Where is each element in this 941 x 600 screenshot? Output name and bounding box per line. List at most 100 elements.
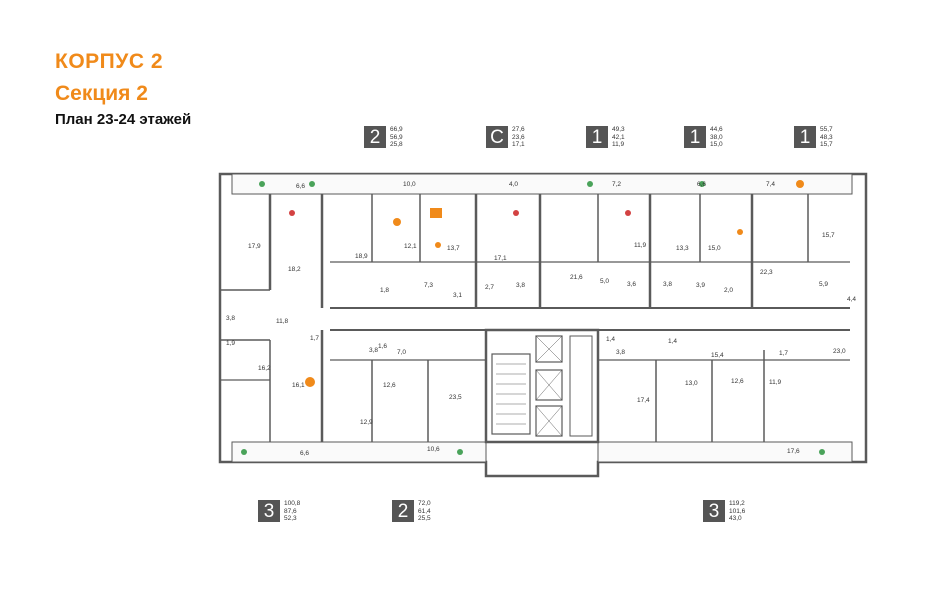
accent-furniture bbox=[393, 218, 401, 226]
living-area: 42,1 bbox=[612, 133, 625, 141]
plant bbox=[457, 449, 463, 455]
total-area: 100,8 bbox=[284, 500, 301, 507]
rooms-badge: 3 bbox=[703, 500, 725, 522]
room-area-label: 12,9 bbox=[360, 419, 373, 426]
total-area: 55,7 bbox=[820, 126, 833, 133]
room-area-label: 3,8 bbox=[226, 315, 235, 322]
apartment-legend-top-3[interactable]: 1 49,3 42,1 11,9 bbox=[586, 126, 625, 149]
apartment-legend-bottom-1[interactable]: 3 100,8 87,6 52,3 bbox=[258, 500, 300, 523]
rooms-badge: 1 bbox=[794, 126, 816, 148]
accent-furniture bbox=[305, 377, 315, 387]
elevator-cross bbox=[535, 335, 563, 437]
living-area: 87,6 bbox=[284, 507, 297, 515]
total-area: 49,3 bbox=[612, 126, 625, 133]
room-area: 43,0 bbox=[729, 515, 742, 522]
room-area-label: 3,8 bbox=[663, 281, 672, 288]
balcony-top bbox=[231, 173, 853, 195]
furniture-accents bbox=[305, 180, 804, 387]
apartment-legend-top-5[interactable]: 1 55,7 48,3 15,7 bbox=[794, 126, 833, 149]
room-area-label: 3,6 bbox=[627, 281, 636, 288]
room-area-label: 2,0 bbox=[724, 287, 733, 294]
room-area-label: 10,6 bbox=[427, 446, 440, 453]
room-area-label: 13,3 bbox=[676, 245, 689, 252]
elevator bbox=[535, 405, 563, 437]
plant bbox=[309, 181, 315, 187]
room-area-label: 1,8 bbox=[380, 287, 389, 294]
room-area-label: 21,6 bbox=[570, 274, 583, 281]
total-area: 119,2 bbox=[729, 500, 745, 507]
plant bbox=[259, 181, 265, 187]
room-area-label: 15,4 bbox=[711, 352, 724, 359]
plant bbox=[241, 449, 247, 455]
room-area-label: 17,6 bbox=[787, 448, 800, 455]
room-area-label: 4,4 bbox=[847, 296, 856, 303]
room-area-label: 16,1 bbox=[292, 382, 305, 389]
stair-treads bbox=[496, 363, 526, 425]
room-area-label: 13,0 bbox=[685, 380, 698, 387]
apartment-legend-top-1[interactable]: 2 66,9 56,9 25,8 bbox=[364, 126, 403, 149]
rooms-badge: 1 bbox=[684, 126, 706, 148]
room-area-label: 3,8 bbox=[369, 347, 378, 354]
room-area-label: 7,0 bbox=[397, 349, 406, 356]
living-area: 38,0 bbox=[710, 133, 723, 141]
accent-furniture bbox=[289, 210, 295, 216]
room-area-label: 1,4 bbox=[668, 338, 677, 345]
room-area-label: 12,6 bbox=[731, 378, 744, 385]
room-area-label: 12,1 bbox=[404, 243, 417, 250]
room-area-label: 17,4 bbox=[637, 397, 650, 404]
room-area-label: 1,4 bbox=[606, 336, 615, 343]
accent-furniture bbox=[435, 242, 441, 248]
room-area-label: 13,7 bbox=[447, 245, 460, 252]
rooms-badge: 2 bbox=[364, 126, 386, 148]
wall bbox=[220, 289, 270, 341]
room-area: 25,8 bbox=[390, 141, 403, 148]
room-area-label: 3,8 bbox=[516, 282, 525, 289]
room-area-label: 16,2 bbox=[258, 365, 271, 372]
room-area-label: 7,3 bbox=[424, 282, 433, 289]
outer-wall bbox=[218, 172, 868, 478]
room-area-label: 5,0 bbox=[600, 278, 609, 285]
living-area: 61,4 bbox=[418, 507, 431, 515]
room-area-label: 15,7 bbox=[822, 232, 835, 239]
room-area-label: 7,2 bbox=[612, 181, 621, 188]
plant bbox=[587, 181, 593, 187]
living-area: 101,6 bbox=[729, 507, 746, 515]
rooms-badge: 1 bbox=[586, 126, 608, 148]
room-area-label: 11,8 bbox=[276, 318, 289, 325]
accent-furniture bbox=[513, 210, 519, 216]
plants bbox=[241, 181, 825, 455]
total-area: 72,0 bbox=[418, 500, 431, 507]
room-area: 25,5 bbox=[418, 515, 431, 522]
plant bbox=[819, 449, 825, 455]
total-area: 27,6 bbox=[512, 126, 525, 133]
room-area-label: 15,0 bbox=[708, 245, 721, 252]
apartment-legend-bottom-3[interactable]: 3 119,2 101,6 43,0 bbox=[703, 500, 745, 523]
room-area-label: 17,9 bbox=[248, 243, 261, 250]
accent-furniture bbox=[625, 210, 631, 216]
rooms-badge: С bbox=[486, 126, 508, 148]
room-area-label: 1,7 bbox=[779, 350, 788, 357]
apartment-legend-top-4[interactable]: 1 44,6 38,0 15,0 bbox=[684, 126, 723, 149]
elevator bbox=[535, 369, 563, 401]
balcony-bottom bbox=[231, 441, 487, 463]
plant bbox=[699, 181, 705, 187]
rooms-badge: 3 bbox=[258, 500, 280, 522]
room-area: 17,1 bbox=[512, 141, 525, 148]
room-area-label: 3,1 bbox=[453, 292, 462, 299]
elevator bbox=[535, 335, 563, 363]
room-area-label: 7,4 bbox=[766, 181, 775, 188]
apartment-legend-bottom-2[interactable]: 2 72,0 61,4 25,5 bbox=[392, 500, 431, 523]
room-labels: 6,6 10,0 4,0 7,2 6,6 7,4 17,9 18,2 18,9 … bbox=[226, 181, 856, 457]
room-area-label: 6,6 bbox=[296, 183, 305, 190]
living-area: 23,6 bbox=[512, 133, 525, 141]
building-title: КОРПУС 2 bbox=[55, 50, 163, 73]
apartment-legend-top-2[interactable]: С 27,6 23,6 17,1 bbox=[486, 126, 525, 149]
rooms-badge: 2 bbox=[392, 500, 414, 522]
room-area-label: 1,6 bbox=[378, 343, 387, 350]
room-area: 11,9 bbox=[612, 141, 625, 148]
room-area-label: 18,9 bbox=[355, 253, 368, 260]
room-area-label: 12,6 bbox=[383, 382, 396, 389]
room-area-label: 22,3 bbox=[760, 269, 773, 276]
floor-plan-title: План 23-24 этажей bbox=[55, 111, 192, 128]
